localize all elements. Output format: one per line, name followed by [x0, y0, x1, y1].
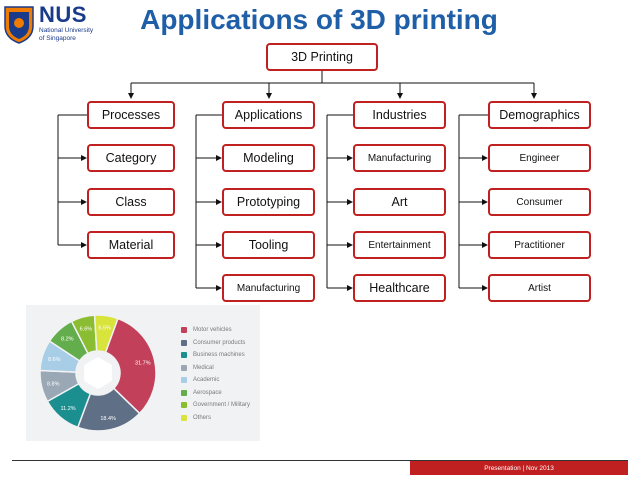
legend-swatch	[181, 327, 187, 333]
legend-item: Motor vehicles	[181, 325, 232, 335]
logo-subtitle: National University of Singapore	[39, 27, 109, 43]
legend-swatch	[181, 364, 187, 371]
node-manufacturing-industry: Manufacturing	[353, 144, 446, 172]
legend-label: Others	[193, 414, 212, 421]
legend-label: Government / Military	[193, 402, 251, 408]
slice-label-3: 8.8%	[47, 382, 60, 388]
node-practitioner: Practitioner	[488, 231, 591, 259]
legend-swatch	[181, 402, 187, 408]
column-header-applications: Applications	[222, 101, 315, 129]
slice-label-2: 11.2%	[60, 406, 75, 412]
legend-label: Motor vehicles	[193, 327, 232, 333]
legend-item: Consumer products	[181, 338, 245, 348]
legend-label: Aerospace	[193, 389, 222, 396]
nus-shield-icon	[4, 6, 34, 44]
logo-subtitle-line1: National University	[39, 27, 94, 34]
node-category: Category	[87, 144, 175, 172]
chart-svg: 31.7% 18.4% 11.2% 8.8% 8.6% 8.2% 6.6% 6.5%	[39, 314, 157, 432]
slice-label-7: 6.5%	[98, 325, 111, 331]
legend-label: Consumer products	[193, 339, 246, 346]
node-manufacturing-application: Manufacturing	[222, 274, 315, 302]
logo-subtitle-line2: of Singapore	[39, 35, 76, 42]
legend-swatch	[181, 389, 187, 396]
node-engineer: Engineer	[488, 144, 591, 172]
column-header-industries: Industries	[353, 101, 446, 129]
column-header-demographics: Demographics	[488, 101, 591, 129]
node-healthcare: Healthcare	[353, 274, 446, 302]
slice-label-0: 31.7%	[135, 361, 151, 367]
node-artist: Artist	[488, 274, 591, 302]
legend-item: Business machines	[181, 350, 245, 360]
legend-label: Academic	[193, 377, 220, 383]
footer-divider	[12, 460, 628, 461]
legend-item: Medical	[181, 363, 214, 373]
pie-slice-7	[93, 314, 119, 354]
legend-swatch	[181, 414, 187, 421]
nus-logo: NUS National University of Singapore	[4, 2, 104, 48]
legend-swatch	[181, 352, 187, 358]
slice-label-4: 8.6%	[48, 357, 61, 363]
logo-name: NUS	[39, 2, 87, 27]
node-prototyping: Prototyping	[222, 188, 315, 216]
footer-label: Presentation | Nov 2013	[410, 461, 628, 475]
legend-swatch	[181, 377, 187, 383]
legend-item: Aerospace	[181, 388, 222, 398]
legend-item: Government / Military	[181, 400, 250, 410]
node-class: Class	[87, 188, 175, 216]
legend-swatch	[181, 339, 187, 346]
slice-label-5: 8.2%	[61, 337, 74, 343]
node-tooling: Tooling	[222, 231, 315, 259]
slice-label-1: 18.4%	[100, 416, 116, 422]
root-node: 3D Printing	[266, 43, 378, 71]
node-consumer: Consumer	[488, 188, 591, 216]
node-modeling: Modeling	[222, 144, 315, 172]
legend-item: Academic	[181, 375, 219, 385]
column-header-processes: Processes	[87, 101, 175, 129]
legend-label: Medical	[193, 364, 214, 371]
legend-item: Others	[181, 413, 211, 423]
pie-slice-0	[104, 317, 157, 415]
node-art: Art	[353, 188, 446, 216]
chart-center-hexagon	[84, 357, 112, 389]
industry-share-chart: 31.7% 18.4% 11.2% 8.8% 8.6% 8.2% 6.6% 6.5% Moto…	[26, 305, 260, 441]
legend-label: Business machines	[193, 352, 245, 358]
node-entertainment: Entertainment	[353, 231, 446, 259]
page-title: Applications of 3D printing	[140, 4, 498, 35]
slice-label-6: 6.6%	[80, 327, 93, 333]
node-material: Material	[87, 231, 175, 259]
